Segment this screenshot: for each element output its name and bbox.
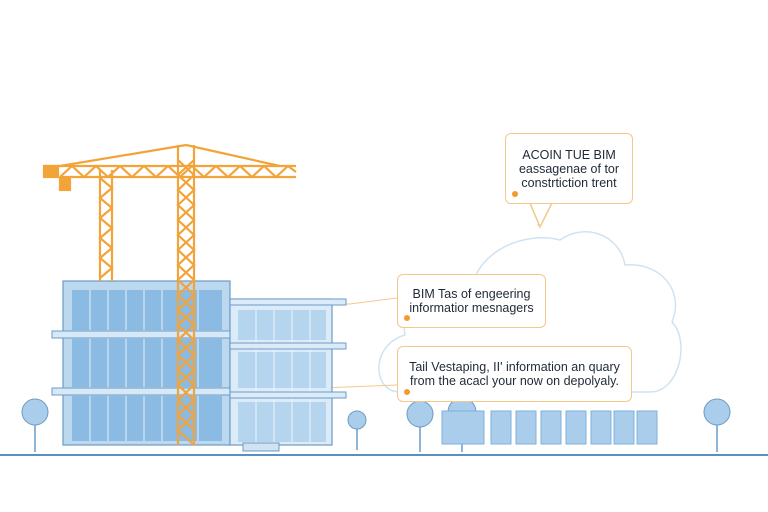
callout-top: ACOIN TUE BIM eassagenae of tor constrti… — [505, 133, 633, 204]
callout-middle: BIM Tas of engeering informatior mesnage… — [397, 274, 546, 328]
callout-top-line-2: eassagenae of tor — [518, 161, 620, 176]
callout-pointer — [529, 202, 553, 229]
callout-top-line-3: constrtiction trent — [521, 175, 617, 190]
tower-crane-icon — [42, 143, 297, 446]
callout-dot — [404, 315, 410, 321]
callout-dot — [512, 191, 518, 197]
callout-middle-line-2: informatior mesnagers — [409, 301, 534, 315]
ground-blocks — [441, 410, 658, 445]
callout-dot — [404, 389, 410, 395]
glass-office-building-icon — [51, 280, 347, 452]
callout-middle-line-1: BIM Tas of engeering — [412, 287, 531, 301]
callout-bottom: Tail Vestaping, II' information an quary… — [397, 346, 632, 402]
callout-bottom-line-1: Tail Vestaping, II' information an quary — [409, 360, 620, 374]
callout-bottom-line-2: from the acacl your now on depolyaly. — [410, 374, 619, 388]
callout-top-line-1: ACOIN TUE BIM — [522, 147, 616, 162]
